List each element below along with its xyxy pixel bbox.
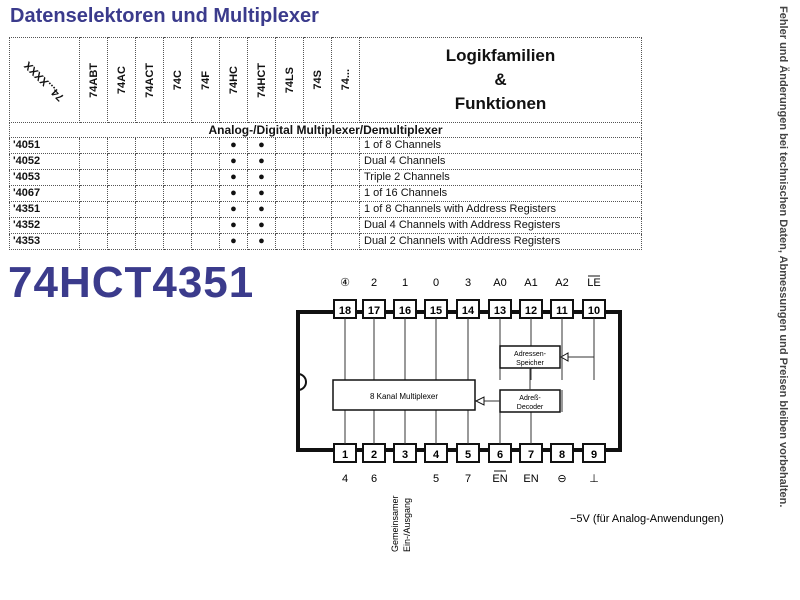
address-store-label: Speicher <box>516 360 544 367</box>
top-pin-number: 15 <box>430 305 442 317</box>
bottom-pin-label: 6 <box>371 473 377 485</box>
top-pin-label: 3 <box>465 277 471 289</box>
function-cell: 1 of 16 Channels <box>359 185 642 202</box>
top-pin-label: ④ <box>340 277 350 289</box>
availability-dot: ● <box>230 139 237 151</box>
bottom-pin-number: 8 <box>559 449 565 461</box>
availability-dot: ● <box>258 219 265 231</box>
negative-supply-note: −5V (für Analog-Anwendungen) <box>570 513 724 525</box>
availability-dot: ● <box>258 203 265 215</box>
table-header-row: 74...XXXX 74ABT 74AC 74ACT 74C 74F 74HC … <box>9 37 642 123</box>
family-header: 74ACT <box>135 37 164 123</box>
family-header: 74F <box>191 37 220 123</box>
availability-dot: ● <box>230 203 237 215</box>
availability-dot: ● <box>258 235 265 247</box>
top-pin-number: 17 <box>368 305 380 317</box>
availability-dot: ● <box>230 155 237 167</box>
top-pin-number: 12 <box>525 305 537 317</box>
bottom-pin-label: EN <box>492 473 507 485</box>
bottom-pin-number: 7 <box>528 449 534 461</box>
top-pin-number: 10 <box>588 305 600 317</box>
chip-code: '4051 <box>9 137 80 154</box>
top-pin-number: 18 <box>339 305 351 317</box>
chip-name: 74HCT4351 <box>8 258 255 307</box>
common-io-label: Ein-/Ausgang <box>402 498 412 552</box>
family-header: 74HCT <box>247 37 276 123</box>
address-decoder-label: Adreß- <box>519 395 541 402</box>
availability-dot: ● <box>230 187 237 199</box>
table-row: '4351●●1 of 8 Channels with Address Regi… <box>9 201 642 218</box>
multiplexer-label: 8 Kanal Multiplexer <box>370 392 438 401</box>
availability-dot: ● <box>258 187 265 199</box>
top-pin-label: A0 <box>493 277 506 289</box>
table-row: '4352●●Dual 4 Channels with Address Regi… <box>9 217 642 234</box>
bottom-pin-number: 1 <box>342 449 348 461</box>
multiplexer-block <box>332 379 476 411</box>
bottom-pin-number: 5 <box>465 449 471 461</box>
availability-dot: ● <box>258 139 265 151</box>
bottom-pin-label: ⊖ <box>557 473 566 485</box>
family-header: 74ABT <box>79 37 108 123</box>
disclaimer-note: Fehler und Änderungen bei technischen Da… <box>777 6 789 508</box>
function-cell: Triple 2 Channels <box>359 169 642 186</box>
bottom-pin-label: EN <box>523 473 538 485</box>
availability-dot: ● <box>258 171 265 183</box>
bottom-pin-number: 9 <box>591 449 597 461</box>
top-pin-label: A1 <box>524 277 537 289</box>
logic-family-table: 74...XXXX 74ABT 74AC 74ACT 74C 74F 74HC … <box>9 37 642 250</box>
address-decoder-label: Decoder <box>517 404 544 411</box>
logik-line: & <box>494 70 507 89</box>
top-pin-number: 16 <box>399 305 411 317</box>
logik-header: Logikfamilien & Funktionen <box>359 37 642 123</box>
corner-header: 74...XXXX <box>9 37 80 123</box>
table-row: '4067●●1 of 16 Channels <box>9 185 642 202</box>
address-store-label: Adressen- <box>514 351 547 358</box>
bottom-pin-label: 4 <box>342 473 348 485</box>
page-title: Datenselektoren und Multiplexer <box>10 5 319 27</box>
top-pin-number: 13 <box>494 305 506 317</box>
top-pin-label: A2 <box>555 277 568 289</box>
common-io-label: Gemeinsamer <box>390 495 400 552</box>
top-pin-label: 1 <box>402 277 408 289</box>
table-row: '4051●●1 of 8 Channels <box>9 137 642 154</box>
availability-dot: ● <box>230 171 237 183</box>
bottom-pin-box <box>550 443 574 463</box>
bottom-pin-label: ⊥ <box>589 473 599 485</box>
pin1-notch <box>297 373 307 391</box>
bottom-pin-number: 4 <box>433 449 440 461</box>
decoder-arrow <box>474 396 485 406</box>
availability-dot: ● <box>258 155 265 167</box>
logik-line: Logikfamilien <box>445 46 556 65</box>
table-row: '4353●●Dual 2 Channels with Address Regi… <box>9 233 642 250</box>
bottom-pin-label: 5 <box>433 473 439 485</box>
bottom-pin-label: 7 <box>465 473 471 485</box>
function-cell: Dual 2 Channels with Address Registers <box>359 233 642 250</box>
top-pin-label: 2 <box>371 277 377 289</box>
top-pin-label: 0 <box>433 277 439 289</box>
top-pin-number: 14 <box>462 305 475 317</box>
family-cell: ● <box>219 233 248 250</box>
bottom-pin-number: 6 <box>497 449 503 461</box>
top-pin-label: LE <box>587 277 600 289</box>
bottom-pin-number: 3 <box>402 449 408 461</box>
availability-dot: ● <box>230 219 237 231</box>
bottom-pin-number: 2 <box>371 449 377 461</box>
le-arrow <box>559 352 569 362</box>
availability-dot: ● <box>230 235 237 247</box>
logik-line: Funktionen <box>454 94 547 113</box>
top-pin-number: 11 <box>556 305 568 317</box>
bottom-pin-box <box>582 443 606 463</box>
table-row: '4053●●Triple 2 Channels <box>9 169 642 186</box>
